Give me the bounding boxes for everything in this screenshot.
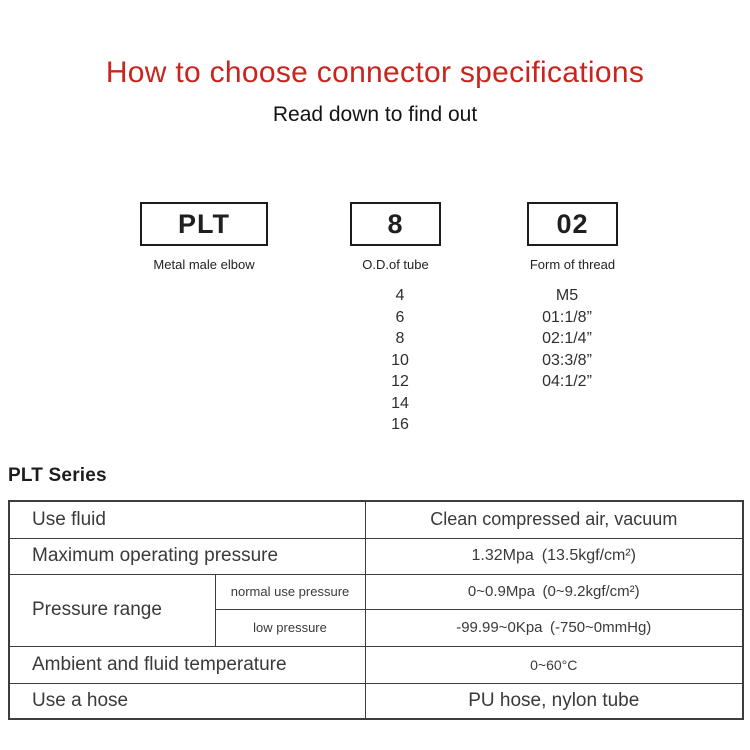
spec-row-use-fluid: Use fluid Clean compressed air, vacuum <box>8 500 744 539</box>
tube-option: 16 <box>391 416 409 433</box>
spec-row-max-pressure: Maximum operating pressure 1.32Mpa (13.5… <box>8 537 744 575</box>
model-caption: Metal male elbow <box>153 257 255 272</box>
thread-option: 03:3/8” <box>542 351 592 369</box>
spec-row-pressure-normal: Pressure range normal use pressure 0~0.9… <box>8 573 744 647</box>
thread-options-list: M5 01:1/8” 02:1/4” 03:3/8” 04:1/2” <box>502 285 632 393</box>
max-pressure-value: 1.32Mpa (13.5kgf/cm²) <box>364 537 744 575</box>
thread-option: 02:1/4” <box>542 330 592 347</box>
thread-code-box: 02 <box>527 202 618 246</box>
spec-row-temperature: Ambient and fluid temperature 0~60°C <box>8 645 744 684</box>
normal-pressure-label: normal use pressure <box>214 573 366 610</box>
hose-value: PU hose, nylon tube <box>364 682 744 720</box>
low-pressure-value: -99.99~0Kpa (-750~0mmHg) <box>364 608 744 647</box>
series-title: PLT Series <box>8 465 107 486</box>
model-code-box: PLT <box>140 202 268 246</box>
pressure-range-label: Pressure range <box>8 573 216 647</box>
low-pressure-label: low pressure <box>214 608 366 647</box>
tube-option: 6 <box>395 308 405 326</box>
temperature-value: 0~60°C <box>364 645 744 684</box>
spec-row-pressure-low: low pressure -99.99~0Kpa (-750~0mmHg) <box>9 608 744 647</box>
tube-code-box: 8 <box>350 202 441 246</box>
spec-table: Use fluid Clean compressed air, vacuum M… <box>8 500 745 720</box>
hose-label: Use a hose <box>8 682 366 720</box>
tube-option: 8 <box>395 330 405 347</box>
tube-caption: O.D.of tube <box>362 257 429 272</box>
tube-option: 10 <box>391 351 409 369</box>
use-fluid-value: Clean compressed air, vacuum <box>364 500 744 539</box>
tube-option: 4 <box>395 287 405 304</box>
page-subtitle: Read down to find out <box>272 103 478 126</box>
thread-option: M5 <box>555 287 579 304</box>
thread-option: 04:1/2” <box>542 373 592 390</box>
use-fluid-label: Use fluid <box>8 500 366 539</box>
tube-option: 12 <box>391 373 409 390</box>
thread-option: 01:1/8” <box>542 308 592 326</box>
temperature-label: Ambient and fluid temperature <box>8 645 366 684</box>
normal-pressure-value: 0~0.9Mpa (0~9.2kgf/cm²) <box>364 573 744 610</box>
thread-caption: Form of thread <box>529 257 616 272</box>
spec-row-hose: Use a hose PU hose, nylon tube <box>8 682 744 720</box>
page-title: How to choose connector specifications <box>105 56 645 89</box>
max-pressure-label: Maximum operating pressure <box>8 537 366 575</box>
tube-option: 14 <box>391 394 409 412</box>
tube-options-list: 4 6 8 10 12 14 16 <box>350 285 450 436</box>
